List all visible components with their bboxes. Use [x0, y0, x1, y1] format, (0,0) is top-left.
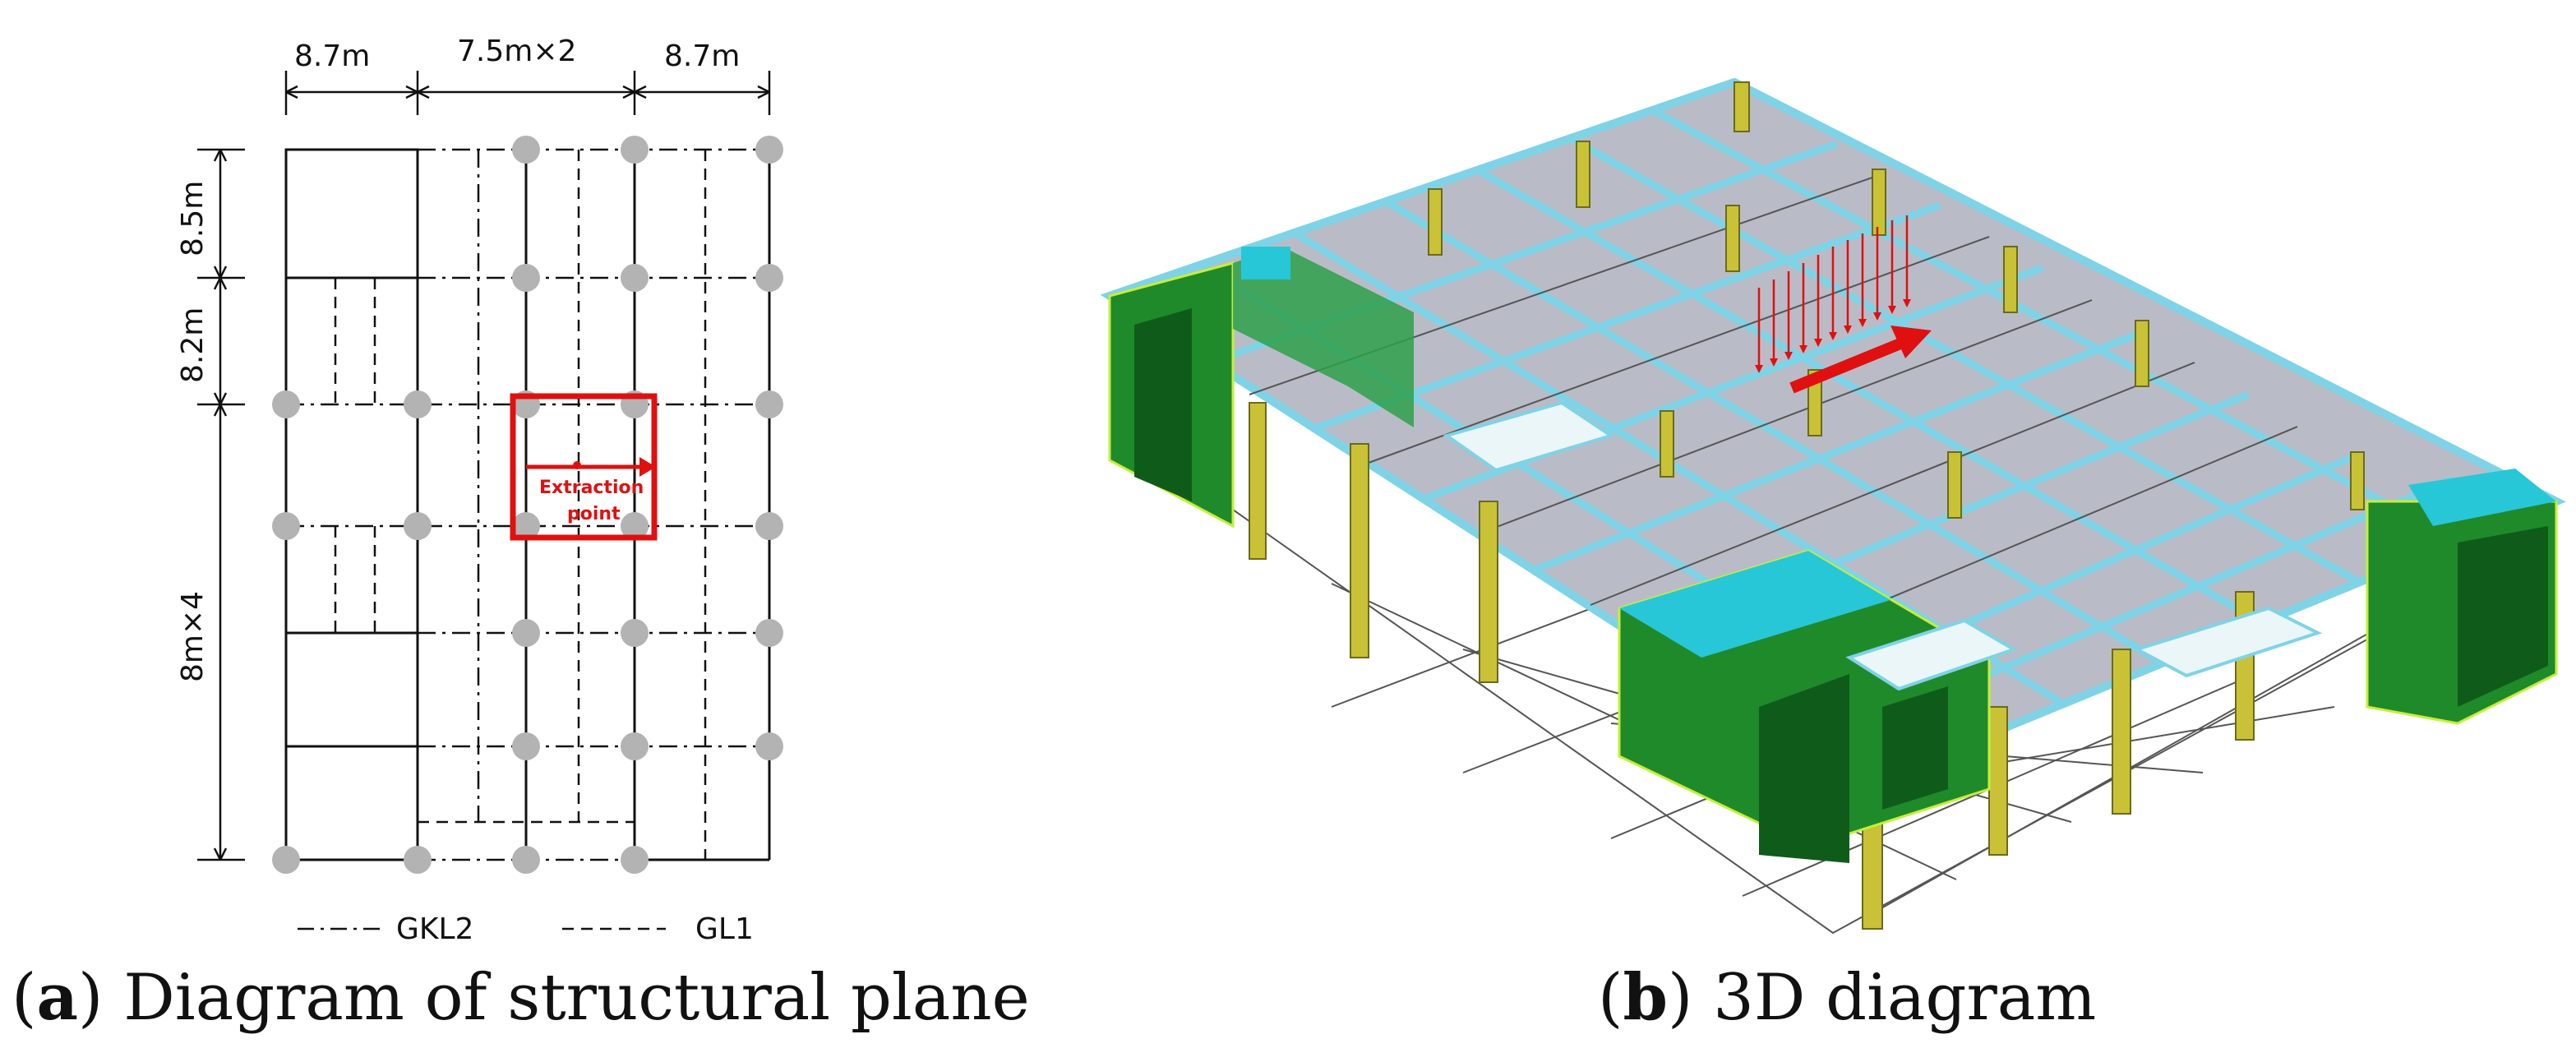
caption-a-letter: a — [36, 960, 78, 1035]
extraction-marker — [510, 393, 658, 541]
load-direction-arrow — [1789, 326, 1932, 394]
extraction-label-line1: Extraction — [539, 478, 644, 498]
gl1-beams — [334, 150, 707, 860]
extraction-label-line2: point — [567, 504, 621, 524]
caption-b-text: 3D diagram — [1713, 961, 2096, 1035]
caption-b-letter: b — [1623, 960, 1668, 1035]
structural-plan: 8.7m 7.5m×2 8.7m 8.5m 8.2m 8m×4 — [12, 35, 1030, 1035]
side-dimension — [197, 148, 245, 861]
column-nodes — [272, 136, 783, 874]
shear-wall-left — [1108, 247, 1414, 529]
load-arrows — [1755, 215, 1911, 373]
dim-side-3: 8m×4 — [176, 591, 210, 682]
legend-gl1-label: GL1 — [695, 912, 754, 946]
model-3d: (b) 3D diagram — [1100, 77, 2566, 1035]
legend: GKL2 GL1 — [298, 912, 754, 946]
caption-b: (b) 3D diagram — [1598, 960, 2096, 1035]
top-dimension — [284, 71, 771, 115]
dim-top-right: 8.7m — [664, 39, 740, 73]
dim-top-left: 8.7m — [294, 39, 370, 73]
dim-side-2: 8.2m — [176, 307, 210, 383]
shear-wall-right — [2366, 469, 2558, 725]
caption-a: (a) Diagram of structural plane — [12, 960, 1030, 1035]
legend-gkl2-label: GKL2 — [396, 912, 473, 946]
shear-wall-core — [1618, 549, 1991, 863]
dim-top-middle: 7.5m×2 — [457, 35, 576, 68]
caption-a-text: Diagram of structural plane — [123, 961, 1030, 1035]
slab-openings — [1443, 400, 2323, 691]
dim-side-1: 8.5m — [176, 181, 210, 256]
